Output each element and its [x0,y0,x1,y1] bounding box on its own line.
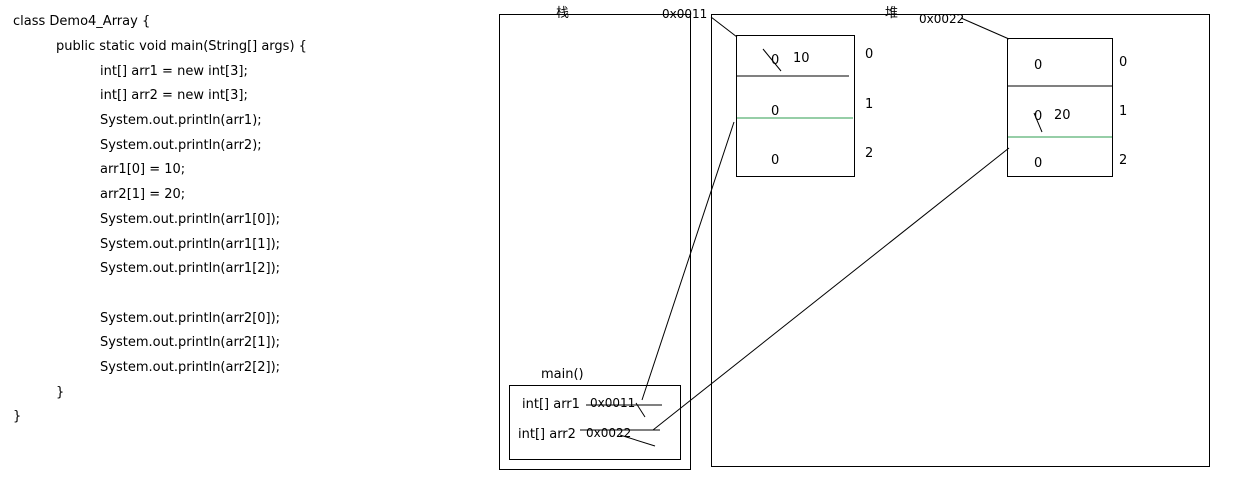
code-line: System.out.println(arr2[2]); [100,360,281,375]
code-line: arr2[1] = 20; [100,187,186,202]
arr1-index-1: 1 [865,97,874,112]
arr2-address-label: 0x0022 [919,12,965,26]
code-line: public static void main(String[] args) { [56,39,307,54]
arr1-cell2-value: 0 [771,153,780,168]
code-line: System.out.println(arr2[1]); [100,335,281,350]
heap-title: 堆 [885,6,899,21]
heap-region [711,14,1210,467]
code-line: } [13,409,22,424]
code-line: class Demo4_Array { [13,14,151,29]
code-line: arr1[0] = 10; [100,162,186,177]
arr1-address-leader [710,16,738,38]
arr2-address-leader [960,17,1010,40]
arr1-cell1-value: 0 [771,104,780,119]
arr2-cell2-value: 0 [1034,156,1043,171]
code-line: System.out.println(arr1); [100,113,262,128]
arr2-cell1-value: 20 [1054,108,1071,123]
code-line: int[] arr1 = new int[3]; [100,64,248,79]
arr1-reference-line [641,121,735,401]
arr1-ref-mark [635,402,646,418]
arr2-cell1-old-value: 0 [1034,109,1043,124]
arr1-cell0-value: 10 [793,51,810,66]
arr1-heap-array [736,35,855,177]
arr1-index-2: 2 [865,146,874,161]
code-line: System.out.println(arr2); [100,138,262,153]
code-line: System.out.println(arr1[2]); [100,261,281,276]
code-line: System.out.println(arr1[0]); [100,212,281,227]
code-line: System.out.println(arr2[0]); [100,311,281,326]
arr1-index-0: 0 [865,47,874,62]
arr1-address-label: 0x0011 [662,7,708,21]
main-stack-frame [509,385,681,460]
arr2-heap-array [1007,38,1113,177]
arr2-index-1: 1 [1119,104,1128,119]
arr1-cell0-strike [762,48,782,72]
arr2-variable-name: int[] arr2 [518,427,576,442]
stack-region [499,14,691,470]
arr2-cell0-value: 0 [1034,58,1043,73]
arr1-cell0-old-value: 0 [771,53,780,68]
arr2-reference-line [652,147,1010,431]
arr1-variable-ref: 0x0011 [590,396,636,410]
arr2-index-0: 0 [1119,55,1128,70]
arr2-index-2: 2 [1119,153,1128,168]
code-line: } [56,385,65,400]
arr2-cell1-strike [1033,112,1043,133]
stack-title: 栈 [556,6,570,21]
arr1-variable-name: int[] arr1 [522,397,580,412]
main-frame-label: main() [541,367,584,382]
code-line: int[] arr2 = new int[3]; [100,88,248,103]
arr2-ref-mark [619,434,656,447]
code-line: System.out.println(arr1[1]); [100,237,281,252]
